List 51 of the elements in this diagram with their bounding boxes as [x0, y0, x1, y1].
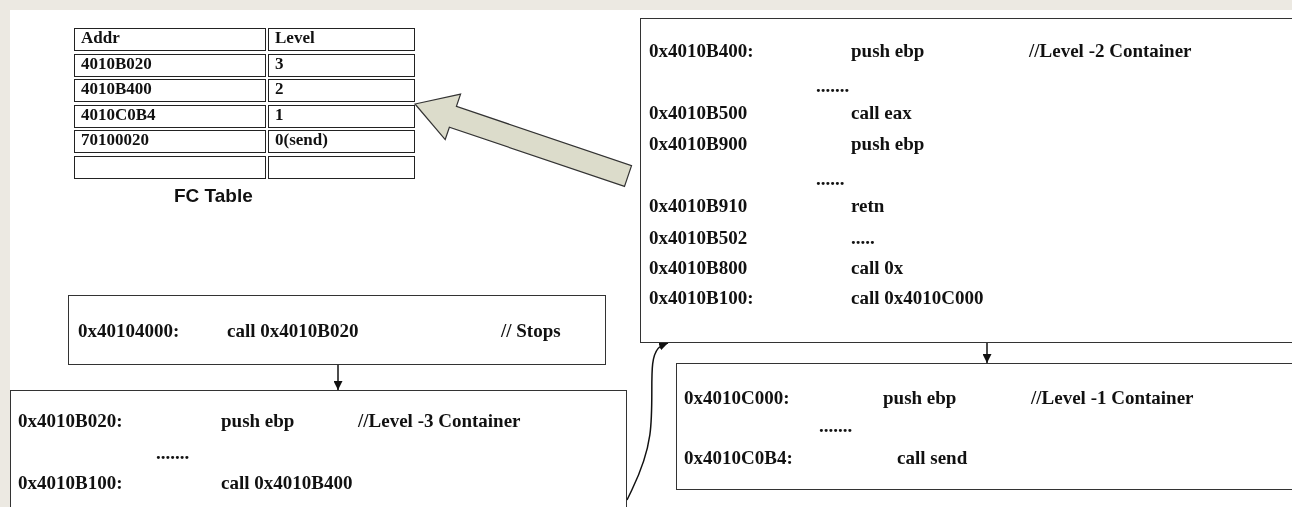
code-text: call 0x4010B400	[221, 472, 353, 494]
arrow	[982, 342, 992, 364]
column-header: Level	[268, 28, 415, 51]
code-text: //Level -1 Container	[1031, 387, 1194, 409]
table-cell: 1	[268, 104, 415, 128]
code-text: 0x4010B910	[649, 195, 748, 217]
code-text: call 0x4010C000	[851, 287, 984, 309]
code-text: push ebp	[851, 40, 925, 62]
code-text: 0x4010B100:	[649, 287, 754, 309]
code-text: push ebp	[883, 387, 957, 409]
code-text: 0x4010B502	[649, 227, 748, 249]
block-arrow	[413, 93, 633, 188]
table-cell: 0(send)	[268, 130, 415, 153]
table-cell: 3	[268, 53, 415, 77]
code-text: .......	[819, 415, 853, 437]
code-text: ......	[816, 168, 845, 190]
code-text: //Level -3 Container	[358, 410, 521, 432]
code-text: call eax	[851, 102, 912, 124]
code-text: 0x4010C000:	[684, 387, 790, 409]
code-text: .....	[851, 227, 875, 249]
table-cell: 4010B400	[74, 79, 266, 102]
table-cell: 4010C0B4	[74, 104, 266, 128]
code-text: .......	[816, 75, 850, 97]
code-block-box	[676, 363, 1292, 490]
code-text: push ebp	[851, 133, 925, 155]
code-text: //Level -2 Container	[1029, 40, 1192, 62]
code-text: call 0x	[851, 257, 904, 279]
table-cell: 70100020	[74, 130, 266, 153]
code-block-box	[10, 390, 627, 507]
code-text: call 0x4010B020	[227, 320, 359, 342]
code-text: 0x4010B100:	[18, 472, 123, 494]
code-text: // Stops	[501, 320, 561, 342]
code-text: 0x4010B900	[649, 133, 748, 155]
code-text: 0x4010B500	[649, 102, 748, 124]
code-text: retn	[851, 195, 885, 217]
code-text: 0x4010B020:	[18, 410, 123, 432]
table-cell: 2	[268, 79, 415, 102]
code-text: push ebp	[221, 410, 295, 432]
code-text: 0x4010C0B4:	[684, 447, 793, 469]
code-text: 0x4010B400:	[649, 40, 754, 62]
code-text: 0x4010B800	[649, 257, 748, 279]
code-text: .......	[156, 442, 190, 464]
code-text: call send	[897, 447, 968, 469]
code-block-box	[68, 295, 606, 365]
column-header: Addr	[74, 28, 266, 51]
arrow	[333, 364, 343, 391]
table-caption: FC Table	[174, 185, 253, 207]
code-text: 0x40104000:	[78, 320, 180, 342]
code-block-box	[640, 18, 1292, 343]
table-cell: 4010B020	[74, 53, 266, 77]
arrow	[626, 341, 669, 501]
